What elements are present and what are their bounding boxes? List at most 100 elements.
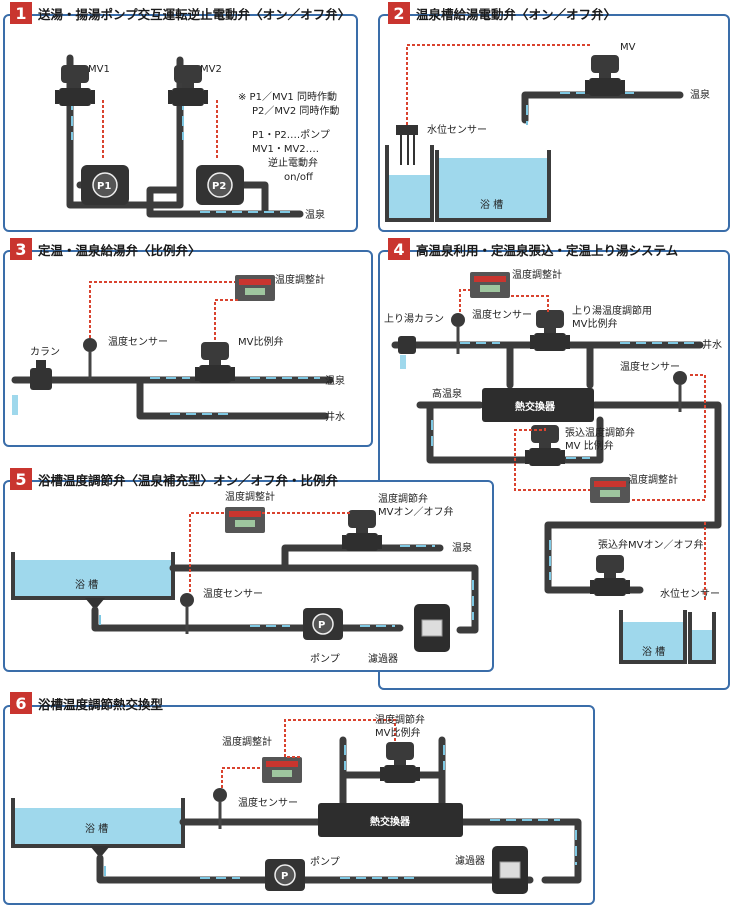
filter-6	[491, 845, 529, 895]
tap-label: カラン	[30, 346, 60, 358]
filter	[413, 603, 451, 653]
temp-sensor	[83, 338, 97, 379]
filter-label-6: 濾過器	[455, 854, 485, 867]
return-mv-valve	[530, 310, 570, 351]
valve3-label: 張込弁MVオン／オフ弁	[598, 538, 703, 551]
heat-exchanger	[482, 388, 594, 422]
onsen-label-5: 温泉	[452, 541, 472, 554]
note-line-2: P2／MV2 同時作動	[252, 104, 339, 117]
p1-text: P1	[97, 181, 111, 192]
pump	[303, 608, 343, 640]
sensor1-label: 温度センサー	[472, 308, 532, 321]
sensor-label-5: 温度センサー	[203, 587, 263, 600]
bath-label-6: 浴 槽	[85, 822, 108, 835]
valve-label-a-6: 温度調節弁	[375, 713, 425, 726]
level-sensor-label: 水位センサー	[427, 123, 487, 136]
panel-5-heading: 5 浴槽温度調節弁〈温泉補充型〉オン／オフ弁・比例弁	[10, 468, 338, 490]
panel-5-title: 浴槽温度調節弁〈温泉補充型〉オン／オフ弁・比例弁	[38, 472, 339, 488]
mv-proportional-valve-6	[380, 742, 420, 783]
panel-4-title: 高温泉利用・定温泉張込・定温上り湯システム	[416, 242, 679, 258]
pump-p-label: P	[318, 620, 325, 631]
panel-2-number: 2	[388, 2, 410, 24]
panel-4-heading: 4 高温泉利用・定温泉張込・定温上り湯システム	[388, 238, 678, 260]
note-line-1: ※ P1／MV1 同時作動	[238, 90, 337, 103]
panel-5-diagram: P 温度調整計 温度調節弁 MVオン／オフ弁 温泉 浴 槽 温度センサー ポンプ…	[11, 490, 479, 665]
mv-proportional-valve	[195, 342, 235, 383]
bath-label: 浴 槽	[480, 198, 503, 211]
fill-mv-valve	[525, 425, 565, 466]
sensor2-label: 温度センサー	[620, 360, 680, 373]
panel-2-diagram: MV 温泉 水位センサー 浴 槽	[385, 42, 710, 222]
mv-valve	[585, 55, 625, 96]
panel-1-number: 1	[10, 2, 32, 24]
panel-1-title: 送湯・揚湯ポンプ交互運転逆止電動弁〈オン／オフ弁〉	[38, 6, 351, 22]
mv-label: MV	[620, 42, 636, 53]
p1-pump	[81, 165, 129, 205]
valve-label-a-5: 温度調節弁	[378, 492, 428, 505]
valve-label-b-6: MV比例弁	[375, 726, 420, 739]
panel-6-diagram: 熱交換器 P 温度調節弁 MV比例弁 温度調整計 温度センサー 浴 槽 ポンプ …	[11, 713, 582, 895]
panel-2-title: 温泉槽給湯電動弁〈オン／オフ弁〉	[416, 6, 617, 22]
level-sensor-label-4: 水位センサー	[660, 587, 720, 600]
valve1-label-b: MV比例弁	[572, 317, 617, 330]
panel-3-title: 定温・温泉給湯弁〈比例弁〉	[38, 242, 201, 258]
mv1-label: MV1	[88, 64, 110, 75]
p2-text: P2	[212, 181, 226, 192]
temp-controller-6	[262, 757, 302, 783]
panel-3-diagram: 温度調整計 温度センサー MV比例弁 カラン 温泉 井水	[11, 273, 345, 423]
controller1-label: 温度調整計	[512, 268, 562, 281]
mv-onoff-valve	[342, 510, 382, 551]
panel-3-onsen-label: 温泉	[325, 374, 345, 387]
panel-4-number: 4	[388, 238, 410, 260]
note-line-3: P1・P2‥‥ポンプ	[252, 129, 330, 141]
temp-controller-1	[470, 272, 510, 298]
panel-6-heading: 6 浴槽温度調節熱交換型	[10, 692, 163, 714]
valve2-label-b: MV 比例弁	[565, 439, 614, 452]
valve1-label-a: 上り湯温度調節用	[572, 304, 652, 317]
heat-exchanger-6	[318, 803, 463, 837]
hx-label-6: 熱交換器	[370, 815, 411, 828]
filter-label-5: 濾過器	[368, 652, 398, 665]
panel-4-diagram: 熱交換器 温度調整計 上り湯カラン 温度センサー 上り湯温度調節用 MV比例弁 …	[384, 268, 722, 664]
pump-label-6: ポンプ	[310, 856, 340, 868]
panel-5-number: 5	[10, 468, 32, 490]
valve-label: MV比例弁	[238, 335, 283, 348]
mv2-label: MV2	[200, 64, 222, 75]
panel-2-heading: 2 温泉槽給湯電動弁〈オン／オフ弁〉	[388, 2, 616, 24]
temp-controller-2	[590, 477, 630, 503]
pump-6	[265, 859, 305, 891]
fill-onoff-valve	[590, 555, 630, 596]
controller-label-6: 温度調整計	[222, 735, 272, 748]
bath-label-5: 浴 槽	[75, 578, 98, 591]
hx-label: 熱交換器	[515, 400, 556, 413]
sensor-label-6: 温度センサー	[238, 796, 298, 809]
panel-2-onsen-label: 温泉	[690, 88, 710, 101]
valve2-label-a: 張込温度調節弁	[565, 426, 635, 439]
panel-6-title: 浴槽温度調節熱交換型	[38, 696, 164, 712]
temp-controller	[235, 275, 275, 301]
panel-1-diagram: MV1 MV2 P1 P2 ※ P1／MV1 同時作動 P2／MV2 同時作動 …	[55, 54, 339, 221]
note-line-4: MV1・MV2‥‥	[252, 144, 319, 155]
hot-label: 高温泉	[432, 387, 462, 400]
panel-3-number: 3	[10, 238, 32, 260]
tap-label-4: 上り湯カラン	[384, 312, 444, 325]
panel-6-number: 6	[10, 692, 32, 714]
pump-label-5: ポンプ	[310, 653, 340, 665]
bath-label-4: 浴 槽	[642, 645, 665, 658]
panel-3-heading: 3 定温・温泉給湯弁〈比例弁〉	[10, 238, 201, 260]
pump-p-label-6: P	[281, 871, 288, 882]
panel-1-heading: 1 送湯・揚湯ポンプ交互運転逆止電動弁〈オン／オフ弁〉	[10, 2, 350, 24]
sensor-label: 温度センサー	[108, 335, 168, 348]
controller2-label: 温度調整計	[628, 473, 678, 486]
controller-label: 温度調整計	[275, 273, 325, 286]
p2-pump	[196, 165, 244, 205]
controller-label-5: 温度調整計	[225, 490, 275, 503]
temp-controller	[225, 507, 265, 533]
well-label: 井水	[325, 410, 345, 423]
note-line-6: on/off	[284, 172, 314, 183]
note-line-5: 逆止電動弁	[268, 156, 318, 169]
well-label-4: 井水	[702, 338, 722, 351]
panel-1-onsen-label: 温泉	[305, 208, 325, 221]
valve-label-b-5: MVオン／オフ弁	[378, 505, 453, 518]
